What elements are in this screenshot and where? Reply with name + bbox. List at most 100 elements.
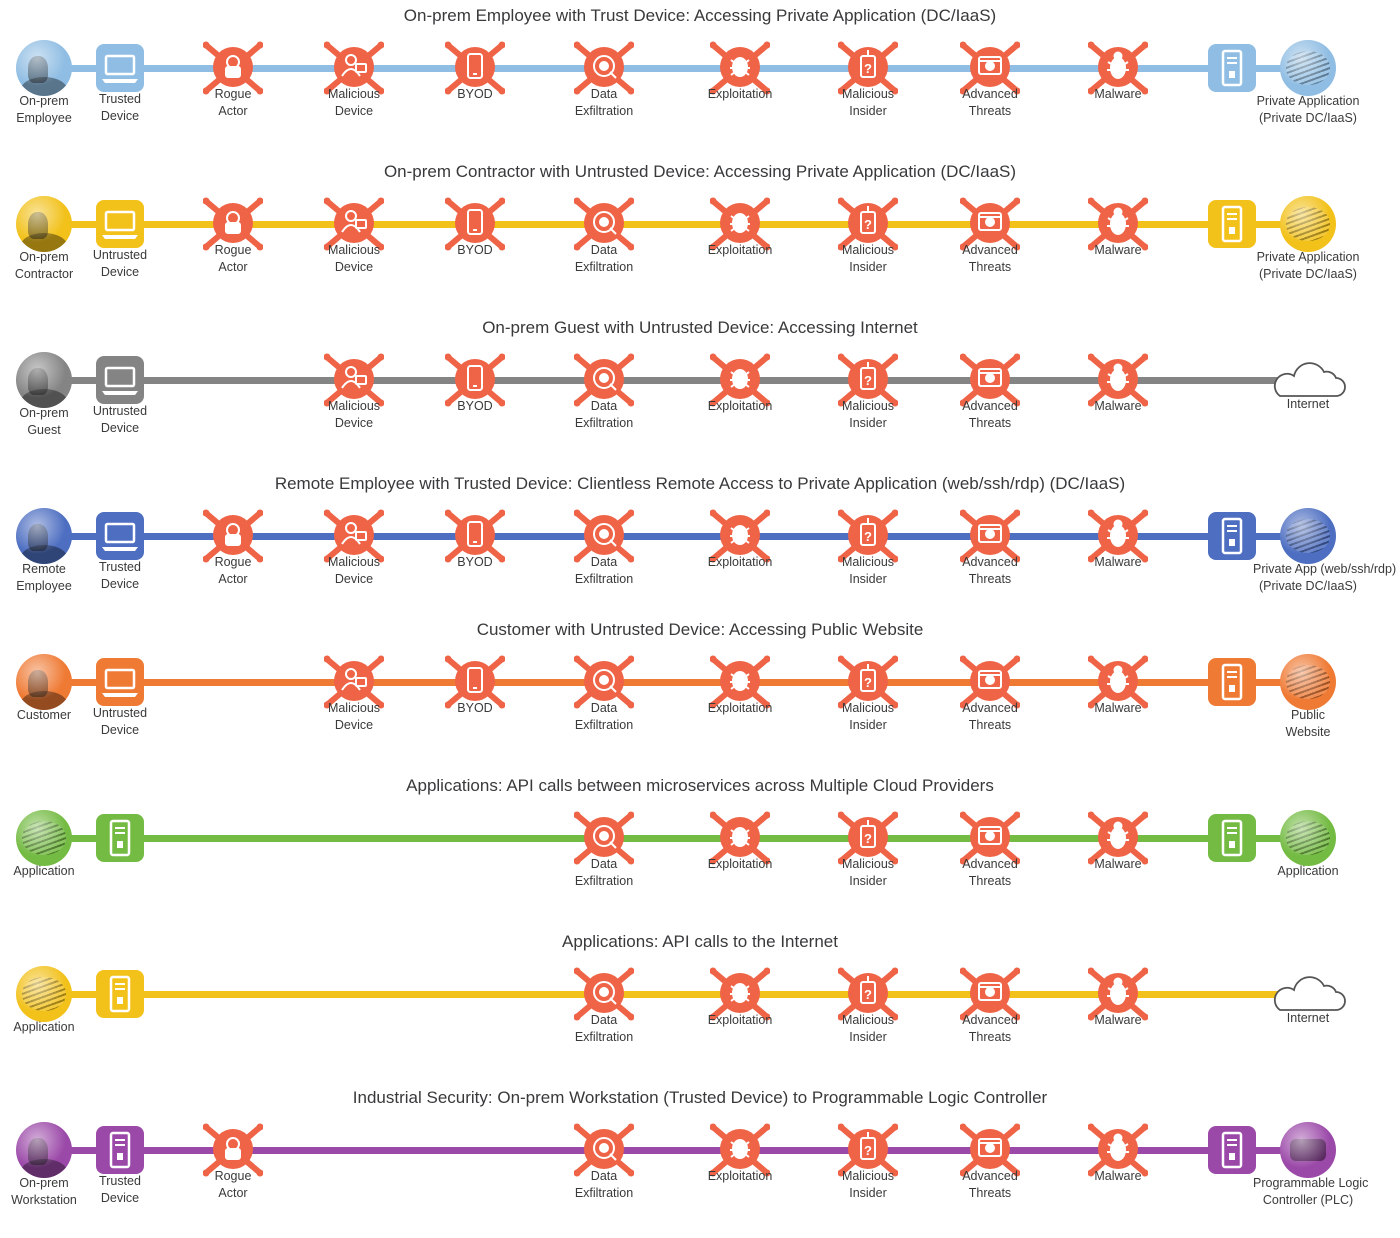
malicious-device-icon	[324, 509, 384, 563]
node-label: Advanced	[962, 399, 1018, 413]
remote-employee-photo-icon	[16, 508, 72, 564]
node-label: Threats	[968, 718, 1012, 732]
node-label: Customer	[16, 708, 72, 722]
node-label: Threats	[968, 874, 1012, 888]
node-label: Exfiltration	[574, 416, 634, 430]
node-label: Internet	[1286, 397, 1330, 411]
employee-photo-icon	[16, 40, 72, 96]
flow-title: On-prem Contractor with Untrusted Device…	[383, 162, 1017, 181]
node-label: Application	[13, 864, 75, 878]
server-icon	[1208, 512, 1256, 560]
advanced-threats-icon	[960, 967, 1020, 1021]
malware-icon	[1088, 655, 1148, 709]
exploitation-icon	[710, 1123, 770, 1177]
data-exfiltration-icon	[574, 41, 634, 95]
node-label: Advanced	[962, 1169, 1018, 1183]
malicious-insider-icon: ?	[838, 41, 898, 95]
svg-text:?: ?	[864, 61, 872, 76]
node-label: Malicious	[841, 857, 895, 871]
node-label: Malicious	[841, 399, 895, 413]
flow-node-dest: Private Application(Private DC/IaaS)	[1253, 40, 1363, 126]
node-label: Exfiltration	[574, 260, 634, 274]
node-label: Guest	[27, 423, 61, 437]
node-label: Insider	[849, 260, 887, 274]
rogue-actor-icon	[203, 1123, 263, 1177]
node-label: Trusted	[99, 560, 141, 574]
cloud-icon	[1273, 976, 1346, 1011]
flow-node-byod: BYOD	[420, 350, 530, 414]
malicious-insider-icon: ?	[838, 967, 898, 1021]
flow-node-exploit: Exploitation	[685, 38, 795, 102]
node-label: Untrusted	[92, 248, 148, 262]
node-label: Exploitation	[707, 399, 773, 413]
flow-line	[40, 65, 1310, 72]
node-label: BYOD	[457, 87, 493, 101]
flow-row: On-prem Contractor with Untrusted Device…	[0, 162, 1400, 312]
node-label: Threats	[968, 416, 1012, 430]
malicious-insider-icon: ?	[838, 811, 898, 865]
svg-text:?: ?	[864, 987, 872, 1002]
flow-title: On-prem Guest with Untrusted Device: Acc…	[482, 318, 918, 337]
flow-node-malware: Malware	[1063, 506, 1173, 570]
node-label: Device	[334, 260, 374, 274]
node-label: BYOD	[457, 555, 493, 569]
node-label: Rogue	[214, 87, 252, 101]
flow-line	[40, 221, 1310, 228]
flow-node-persona: Application	[0, 810, 99, 879]
node-label: Advanced	[962, 555, 1018, 569]
node-label: Device	[334, 572, 374, 586]
advanced-threats-icon	[960, 197, 1020, 251]
flow-node-malware: Malware	[1063, 1120, 1173, 1184]
laptop-icon	[96, 356, 144, 404]
malware-icon	[1088, 353, 1148, 407]
server-icon	[1208, 44, 1256, 92]
flow-node-malware: Malware	[1063, 964, 1173, 1028]
node-label: Application	[13, 1020, 75, 1034]
server-icon	[1208, 200, 1256, 248]
node-label: Trusted	[99, 92, 141, 106]
server-icon	[96, 970, 144, 1018]
node-label: BYOD	[457, 399, 493, 413]
node-label: Untrusted	[92, 404, 148, 418]
node-label: Untrusted	[92, 706, 148, 720]
plc-icon	[1280, 1122, 1336, 1178]
node-label: Data	[590, 1169, 618, 1183]
node-label: Data	[590, 243, 618, 257]
flow-node-dest: Application	[1253, 810, 1363, 879]
svg-text:?: ?	[864, 529, 872, 544]
node-label: Rogue	[214, 1169, 252, 1183]
svg-text:?: ?	[864, 675, 872, 690]
flow-node-persona: Application	[0, 966, 99, 1035]
node-label: Malicious	[841, 701, 895, 715]
public-website-icon	[1280, 654, 1336, 710]
node-label: Device	[100, 265, 140, 279]
server-icon	[96, 1126, 144, 1174]
malware-icon	[1088, 811, 1148, 865]
exploitation-icon	[710, 353, 770, 407]
node-label: Rogue	[214, 555, 252, 569]
data-exfiltration-icon	[574, 353, 634, 407]
node-label: Malicious	[327, 399, 381, 413]
flow-title: On-prem Employee with Trust Device: Acce…	[403, 6, 997, 25]
node-label: Exfiltration	[574, 104, 634, 118]
